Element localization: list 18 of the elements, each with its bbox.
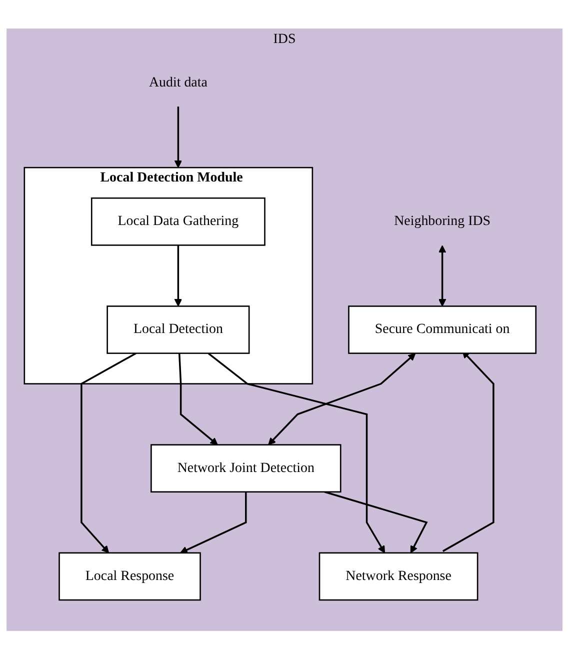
arrow [178, 354, 218, 446]
arrow [438, 245, 446, 307]
arrow [324, 491, 428, 554]
arrow [80, 352, 136, 554]
cluster [24, 167, 314, 385]
node-box [106, 306, 250, 354]
node-box [150, 444, 342, 493]
arrow [268, 353, 416, 446]
node-box [58, 552, 201, 601]
node-box [318, 552, 478, 601]
node-text: Audit data [148, 75, 208, 90]
arrow [180, 492, 247, 554]
node-box [348, 306, 537, 354]
node-box [90, 198, 266, 246]
node-text: Neighboring IDS [394, 214, 491, 229]
arrow [174, 245, 182, 307]
arrow [208, 352, 386, 554]
arrow [174, 106, 182, 168]
